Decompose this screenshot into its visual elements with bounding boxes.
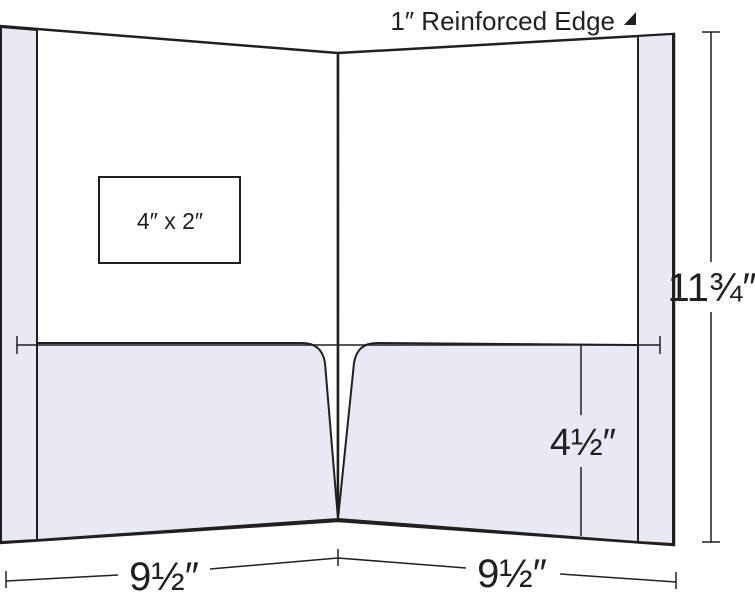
height-label: 11¾″ bbox=[667, 266, 755, 310]
business-card-slot bbox=[98, 176, 241, 264]
left-width-line-b bbox=[209, 557, 339, 570]
left-width-line-a bbox=[5, 574, 119, 582]
right-width-label: 9½″ bbox=[477, 552, 547, 595]
right-width-line-a bbox=[337, 557, 467, 569]
card-slot-label: 4″ x 2″ bbox=[137, 208, 203, 234]
left-pocket bbox=[36, 342, 340, 542]
reinforced-edge-label: 1″ Reinforced Edge bbox=[390, 6, 615, 36]
pocket-height-label: 4½″ bbox=[550, 422, 616, 464]
left-reinforced-edge bbox=[0, 25, 38, 544]
triangle-arrow-icon bbox=[624, 12, 636, 25]
right-width-line-b bbox=[559, 573, 677, 583]
left-width-label: 9½″ bbox=[129, 555, 199, 595]
